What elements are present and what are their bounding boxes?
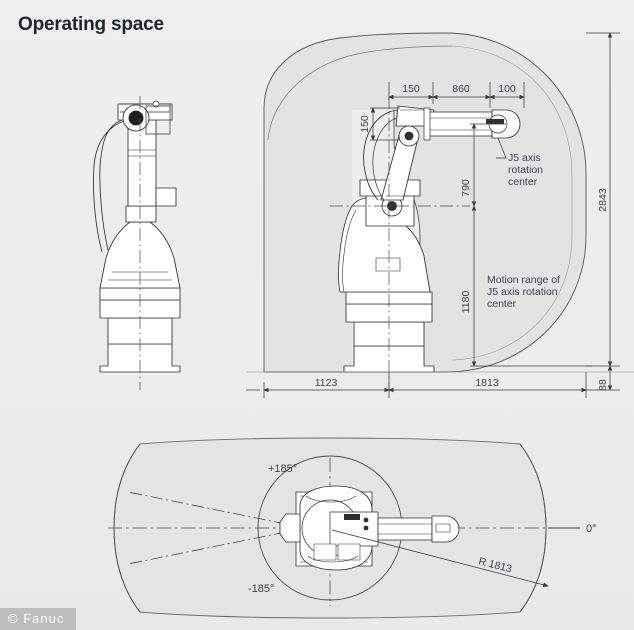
top-view-radius-leader [331, 529, 549, 588]
dim-2843: 2843 [597, 188, 609, 212]
note-motion-range: Motion range of J5 axis rotation center [487, 274, 560, 310]
angle-minus-185: -185° [248, 583, 274, 595]
angle-zero: 0° [586, 523, 597, 535]
svg-text:center: center [487, 298, 517, 310]
note-j5-rotation-center: J5 axis rotation center [508, 152, 543, 188]
side-view-robot [330, 96, 521, 392]
svg-text:J5 axis: J5 axis [508, 152, 541, 164]
side-view-dimensions [246, 32, 634, 398]
svg-text:rotation: rotation [508, 164, 543, 176]
dim-88: 88 [597, 379, 609, 391]
page-title: Operating space [18, 14, 164, 35]
svg-text:center: center [508, 176, 538, 188]
dim-790: 790 [460, 179, 472, 197]
svg-text:J5 axis rotation: J5 axis rotation [487, 286, 558, 298]
dim-860: 860 [452, 83, 470, 95]
dim-1123: 1123 [315, 377, 338, 389]
dim-100: 100 [498, 83, 516, 95]
dim-1813: 1813 [475, 377, 499, 389]
dim-1180: 1180 [460, 291, 472, 314]
dim-150-vertical: 150 [359, 115, 371, 133]
angle-plus-185: +185° [268, 463, 297, 475]
dim-150-horizontal: 150 [402, 83, 420, 95]
copyright-watermark: © Fanuc [0, 608, 77, 630]
svg-text:Motion range of: Motion range of [487, 274, 560, 286]
front-view-robot [93, 96, 181, 390]
top-view-robot [279, 485, 460, 571]
